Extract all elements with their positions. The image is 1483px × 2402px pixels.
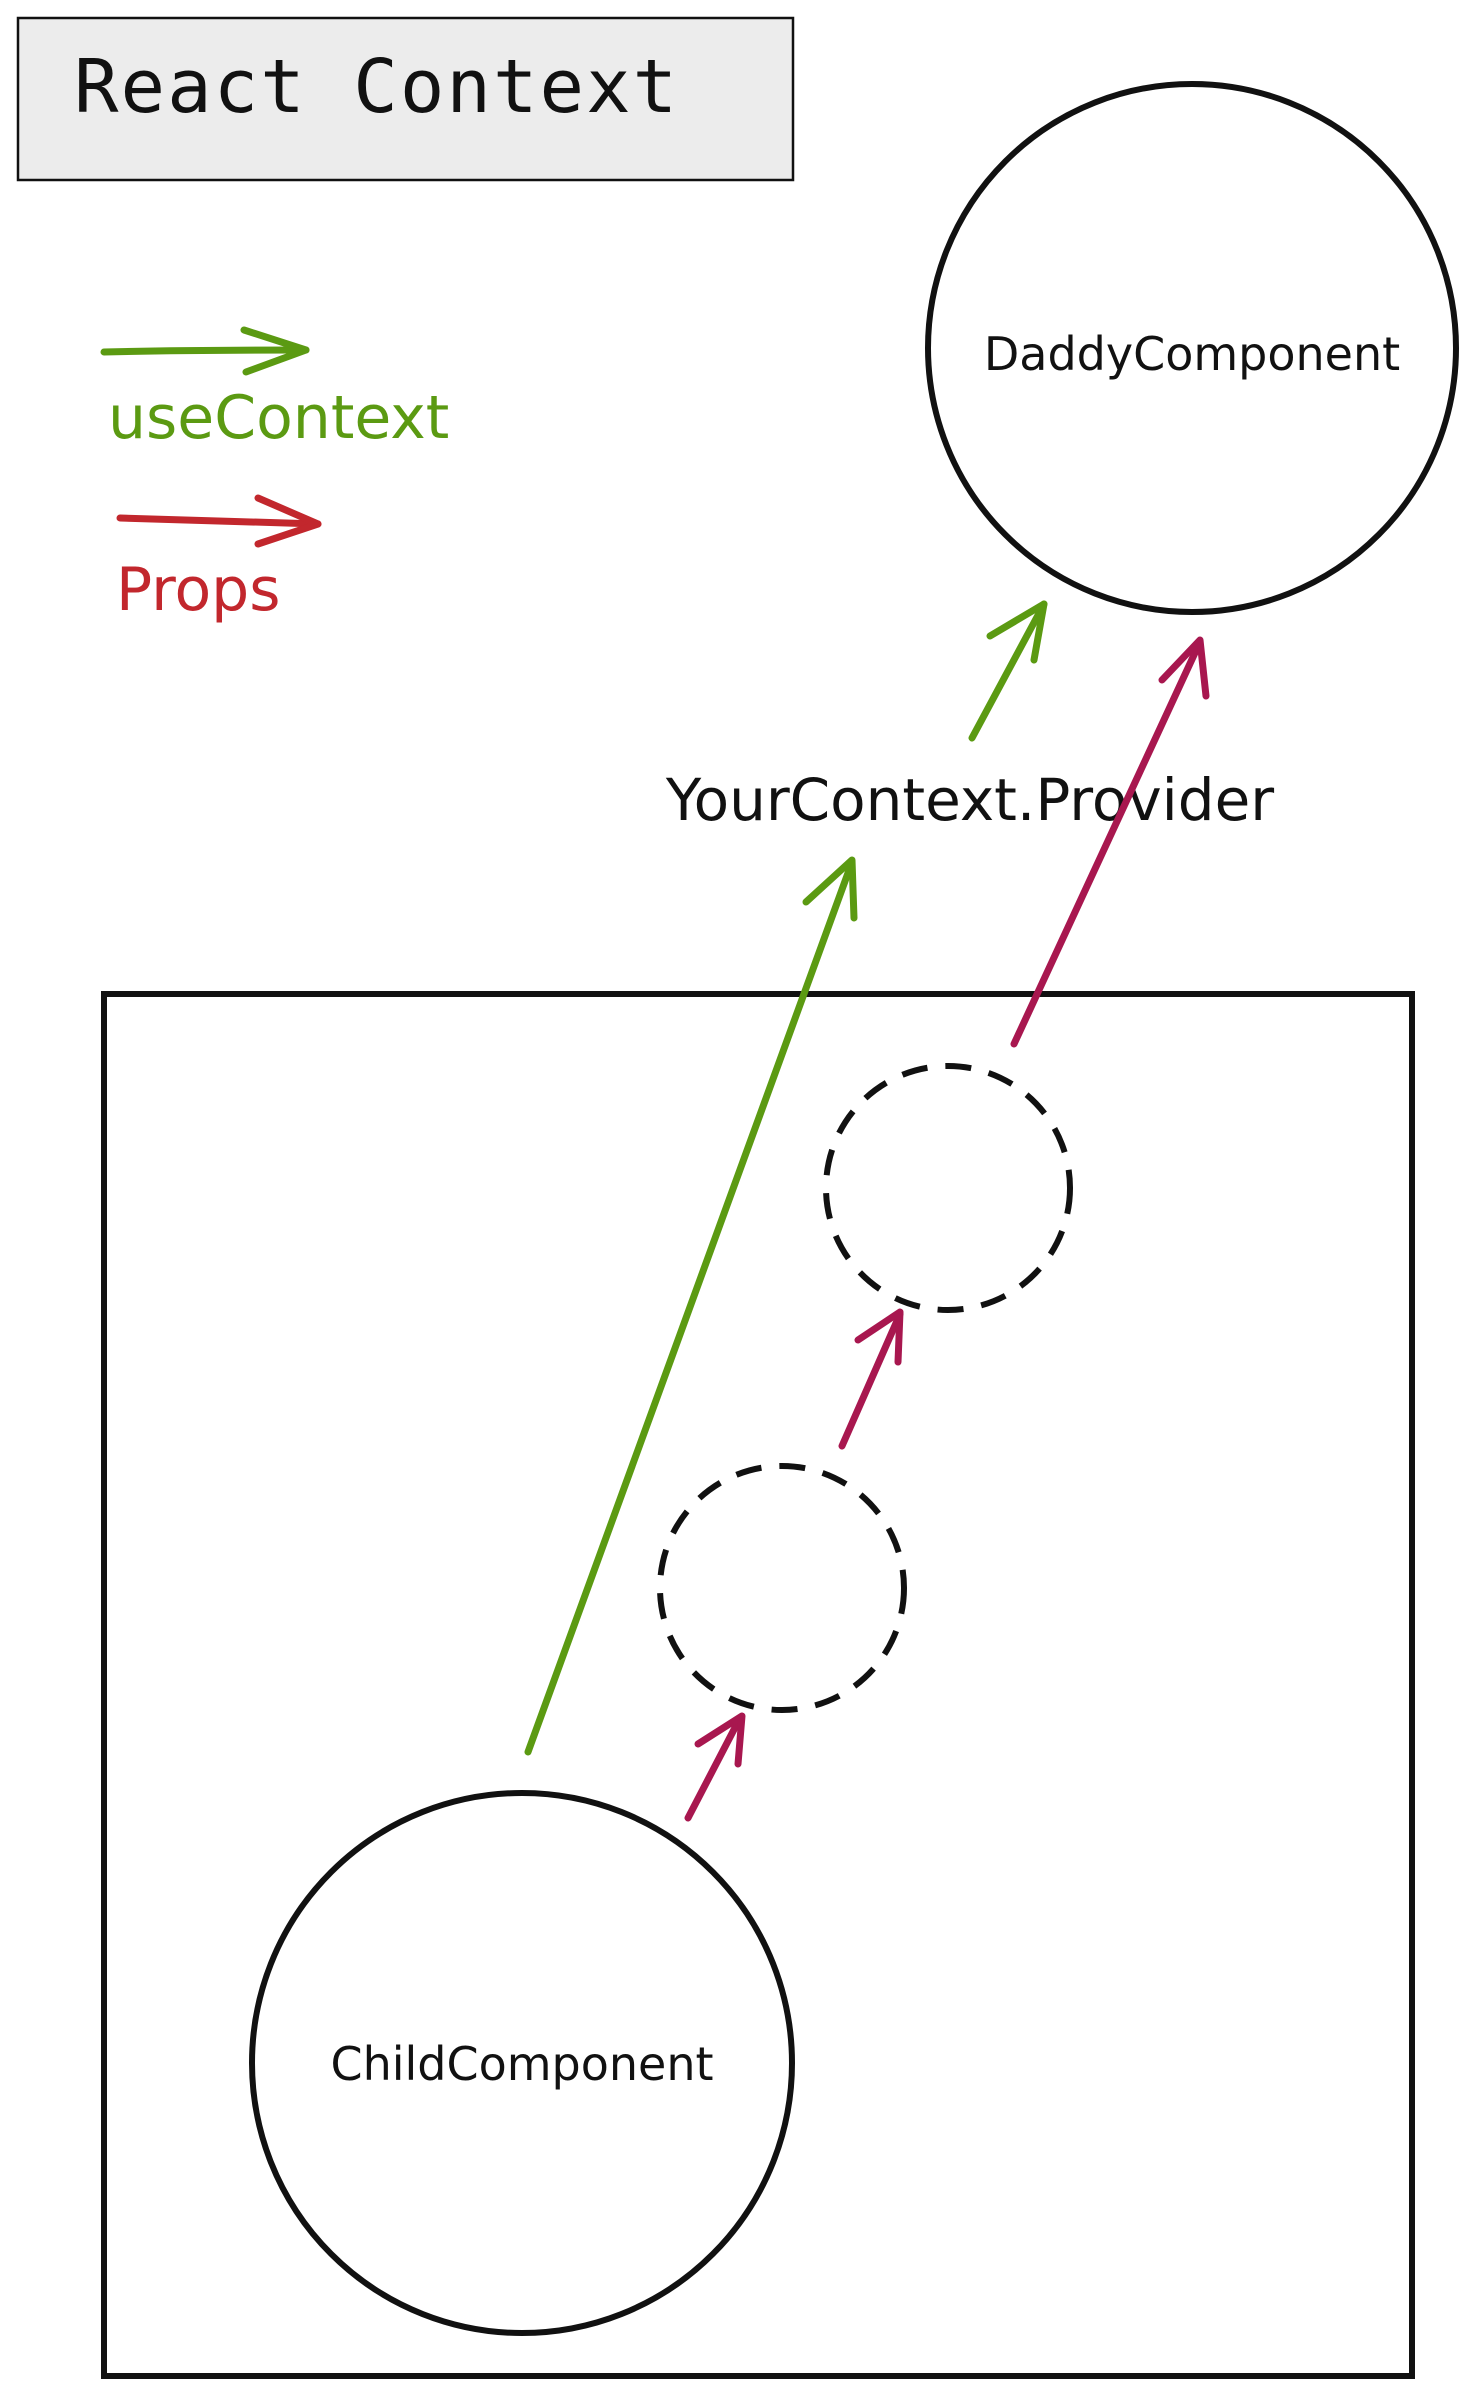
intermediate-component-upper: [823, 1063, 1073, 1313]
title-box: React Context: [16, 16, 795, 182]
usecontext-arrow-provider-to-daddy: [968, 600, 1048, 742]
title-box-frame: [16, 16, 795, 182]
daddy-component-circle: [925, 81, 1459, 615]
title-text: React Context: [74, 44, 679, 130]
legend-usecontext-arrow: [100, 326, 310, 376]
intermediate-component-lower: [657, 1463, 907, 1713]
provider-label: YourContext.Provider: [665, 766, 1274, 834]
child-component-node: ChildComponent: [249, 1790, 795, 2336]
daddy-component-label: DaddyComponent: [984, 327, 1400, 381]
child-component-label: ChildComponent: [330, 2037, 713, 2091]
props-arrow-child-to-lower: [684, 1712, 746, 1822]
props-arrow-upper-to-daddy: [1010, 636, 1210, 1048]
legend-props-arrow: [116, 494, 322, 548]
child-component-circle: [249, 1790, 795, 2336]
props-arrow-lower-to-upper: [838, 1308, 904, 1450]
legend: useContext Props: [100, 326, 449, 625]
legend-usecontext-label: useContext: [108, 383, 449, 453]
legend-props-label: Props: [116, 555, 281, 625]
daddy-component-node: DaddyComponent: [925, 81, 1459, 615]
component-tree-box: [101, 991, 1415, 2379]
usecontext-arrow-child-to-provider: [524, 856, 858, 1756]
